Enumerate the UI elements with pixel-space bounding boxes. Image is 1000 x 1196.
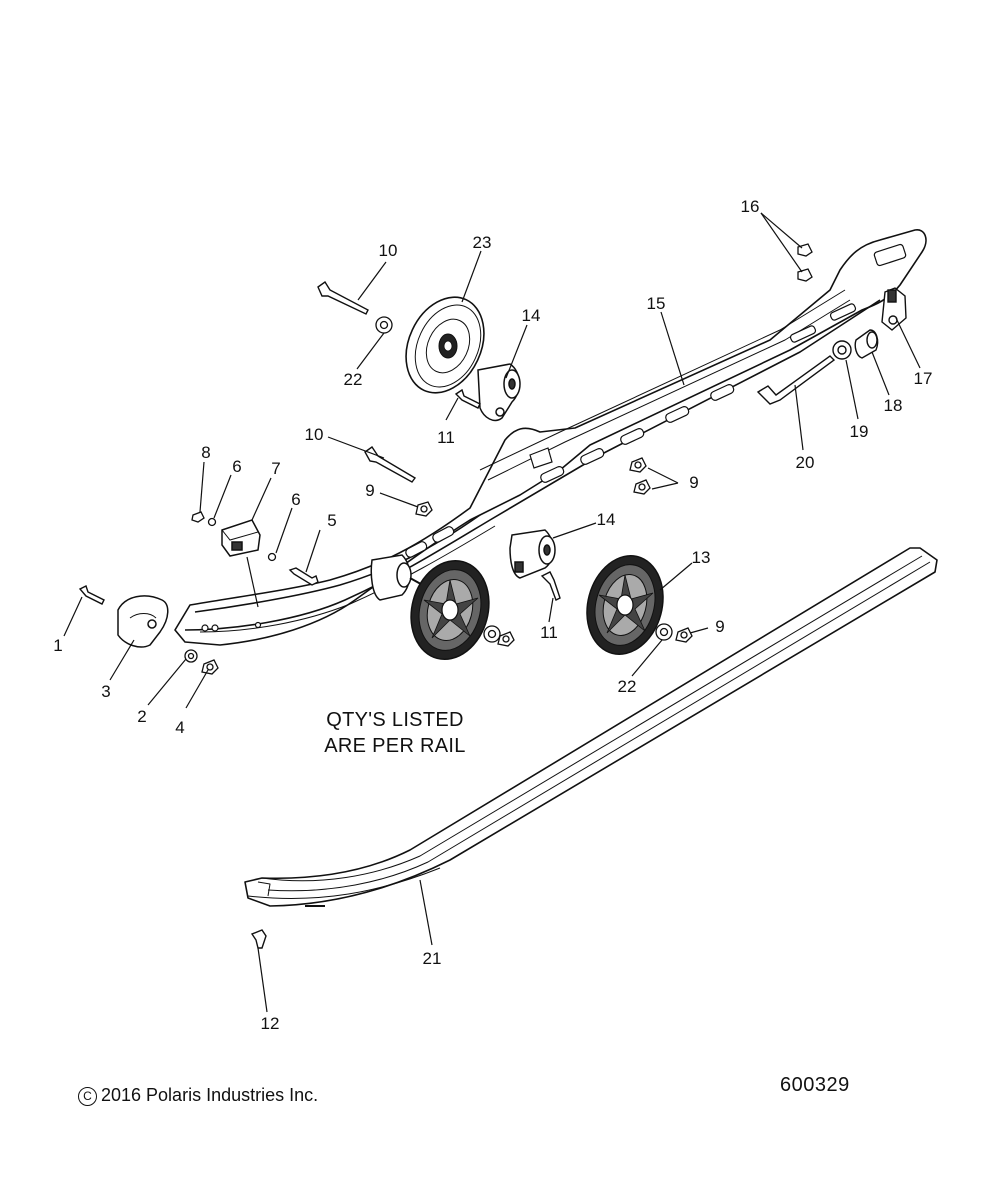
front-bumper (117, 595, 169, 648)
callout-2: 2 (137, 707, 146, 726)
axle-housing-lower (509, 529, 556, 579)
suspension-rail (174, 229, 927, 646)
callout-9a: 9 (365, 481, 374, 500)
callout-5: 5 (327, 511, 336, 530)
diagram-number: 600329 (780, 1074, 850, 1096)
callout-11a: 11 (437, 428, 455, 447)
callout-8: 8 (201, 443, 210, 462)
fasteners (184, 243, 813, 675)
callout-1: 1 (53, 636, 62, 655)
callout-6b: 6 (291, 490, 300, 509)
callout-15: 15 (647, 294, 666, 313)
callout-3: 3 (101, 682, 110, 701)
rear-bracket (881, 287, 907, 331)
upper-wheel (405, 296, 485, 394)
quantity-note: QTY'S LISTED ARE PER RAIL (300, 707, 490, 759)
idler-wheel-front (410, 559, 490, 661)
nut-19 (832, 340, 852, 360)
callout-18: 18 (884, 396, 903, 415)
spacer (854, 329, 879, 359)
callout-19: 19 (850, 422, 869, 441)
callout-16: 16 (741, 197, 760, 216)
quantity-note-line-2: ARE PER RAIL (324, 735, 466, 757)
callout-11b: 11 (540, 623, 558, 642)
callout-21: 21 (423, 949, 442, 968)
quantity-note-line-1: QTY'S LISTED (326, 709, 464, 731)
callout-13: 13 (692, 548, 711, 567)
block (221, 519, 261, 557)
idler-wheel-rear (586, 555, 664, 655)
callout-23: 23 (473, 233, 492, 252)
callout-9c: 9 (715, 617, 724, 636)
callout-20: 20 (796, 453, 815, 472)
callout-labels: 1 2 3 4 5 6 6 7 8 9 9 9 9 10 10 11 11 12… (53, 197, 932, 1033)
callout-7: 7 (271, 459, 280, 478)
callout-6a: 6 (232, 457, 241, 476)
copyright-icon: C (78, 1087, 97, 1106)
callout-10b: 10 (305, 425, 324, 444)
callout-12: 12 (261, 1014, 280, 1033)
copyright-text: 2016 Polaris Industries Inc. (101, 1085, 319, 1105)
callout-14b: 14 (597, 510, 616, 529)
callout-4: 4 (175, 718, 184, 737)
leader-lines (63, 212, 921, 1013)
callout-9b: 9 (689, 473, 698, 492)
callout-10a: 10 (379, 241, 398, 260)
callout-17: 17 (914, 369, 933, 388)
callout-14a: 14 (522, 306, 541, 325)
axle-housing-upper (477, 363, 521, 422)
callout-22b: 22 (618, 677, 637, 696)
callout-22a: 22 (344, 370, 363, 389)
slide (244, 547, 938, 907)
rail-slots (201, 243, 907, 632)
